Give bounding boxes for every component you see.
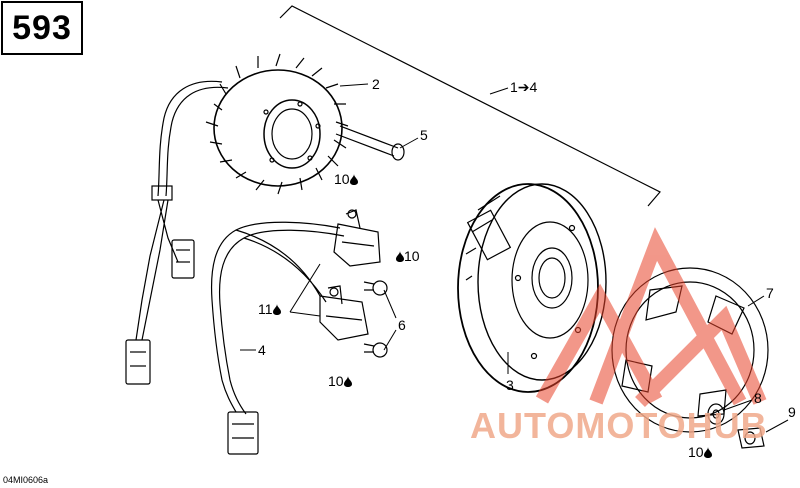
trigger-coil-lower xyxy=(319,285,369,341)
callout-5: 5 xyxy=(420,127,428,143)
page-number: 593 xyxy=(12,9,72,47)
drop-icon xyxy=(396,251,404,262)
torque-callout-3: 11 xyxy=(258,302,281,316)
callout-7: 7 xyxy=(766,285,774,301)
nut-9 xyxy=(737,427,765,449)
drop-icon xyxy=(349,174,358,185)
drop-icon xyxy=(703,447,712,458)
leader-lines xyxy=(240,83,789,433)
torque-value: 10 xyxy=(328,373,344,389)
watermark-logo xyxy=(535,227,767,407)
callout-8: 8 xyxy=(754,390,762,406)
torque-callout-2: 10 xyxy=(396,249,420,263)
screw-5 xyxy=(335,125,405,161)
callout-1-4: 1➔4 xyxy=(510,79,538,95)
torque-callout-5: 10 xyxy=(688,445,712,459)
figure-code: 04MI0606a xyxy=(3,475,49,485)
callout-9: 9 xyxy=(788,404,796,420)
trigger-coil-upper xyxy=(333,209,381,267)
torque-value: 10 xyxy=(688,444,704,460)
torque-value: 10 xyxy=(334,171,350,187)
torque-callout-1: 10 xyxy=(334,172,358,186)
trigger-wire-harness xyxy=(210,221,345,455)
stator xyxy=(205,53,349,195)
group-bracket-line xyxy=(279,5,661,207)
page-number-box: 593 xyxy=(1,1,83,55)
torque-value: 11 xyxy=(258,301,273,317)
drop-icon xyxy=(343,376,352,387)
stator-wire-harness xyxy=(125,80,229,385)
drop-icon xyxy=(272,304,281,315)
washer-8 xyxy=(707,403,725,425)
callout-4: 4 xyxy=(258,342,266,358)
callout-3: 3 xyxy=(506,377,514,393)
flywheel xyxy=(457,183,607,393)
screws-6 xyxy=(363,280,388,358)
watermark-text: AUTOMOTOHUB xyxy=(470,405,768,446)
callout-6: 6 xyxy=(398,317,406,333)
callout-2: 2 xyxy=(372,76,380,92)
torque-callout-4: 10 xyxy=(328,374,352,388)
torque-value: 10 xyxy=(404,248,420,264)
